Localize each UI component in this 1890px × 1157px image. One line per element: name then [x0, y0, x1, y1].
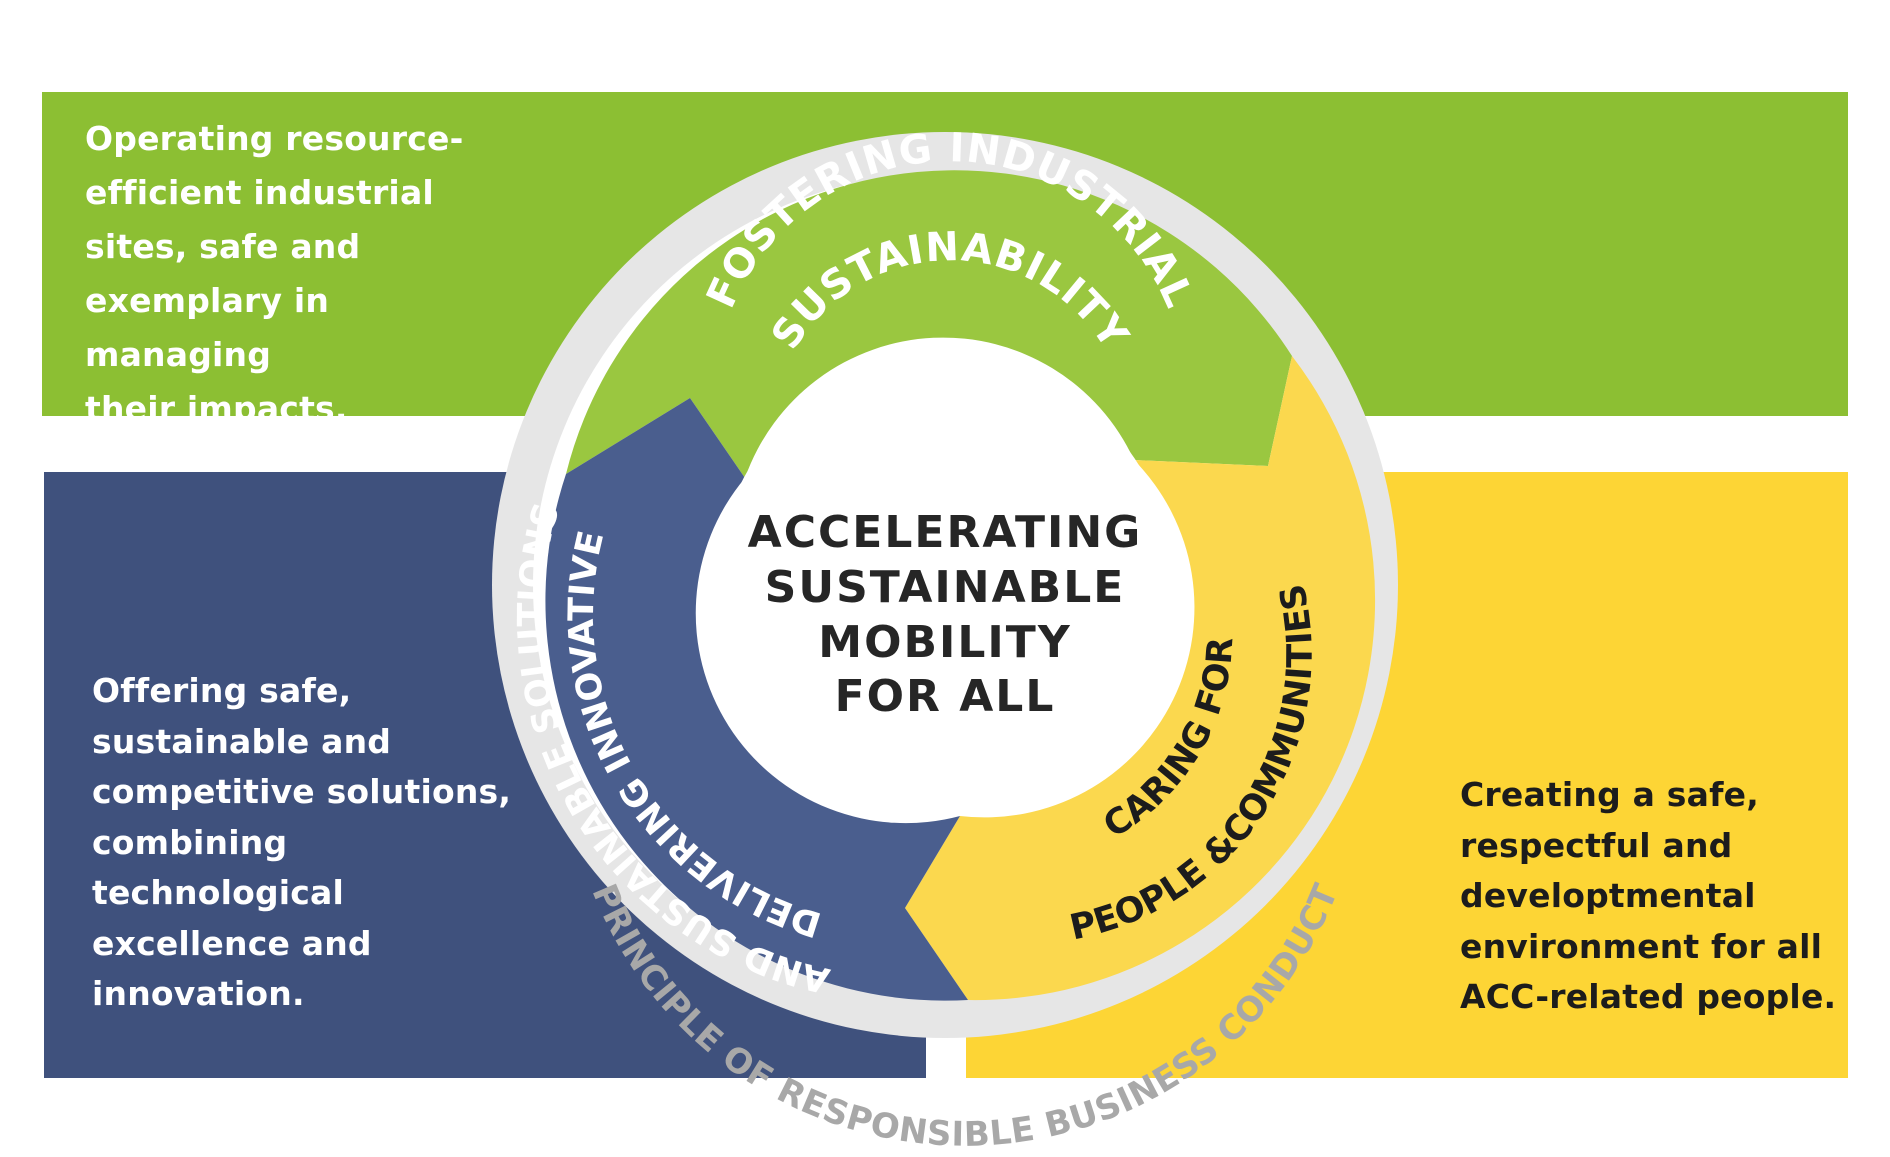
yellow-arrow-segment: [905, 356, 1376, 1001]
blue-arrow-segment: [545, 398, 968, 1001]
center-title-line-2: SUSTAINABLE: [765, 562, 1126, 613]
solutions-description: Offering safe, sustainable and competiti…: [92, 671, 512, 1013]
green-arrow-segment: [566, 170, 1292, 478]
industrial-sites-description: Operating resource- efficient industrial…: [85, 119, 464, 428]
center-title-line-3: MOBILITY: [818, 617, 1071, 668]
center-title-line-4: FOR ALL: [835, 671, 1056, 722]
center-circle: [717, 357, 1173, 813]
center-title-line-1: ACCELERATING: [748, 507, 1143, 558]
people-description: Creating a safe, respectful and developt…: [1460, 775, 1837, 1016]
